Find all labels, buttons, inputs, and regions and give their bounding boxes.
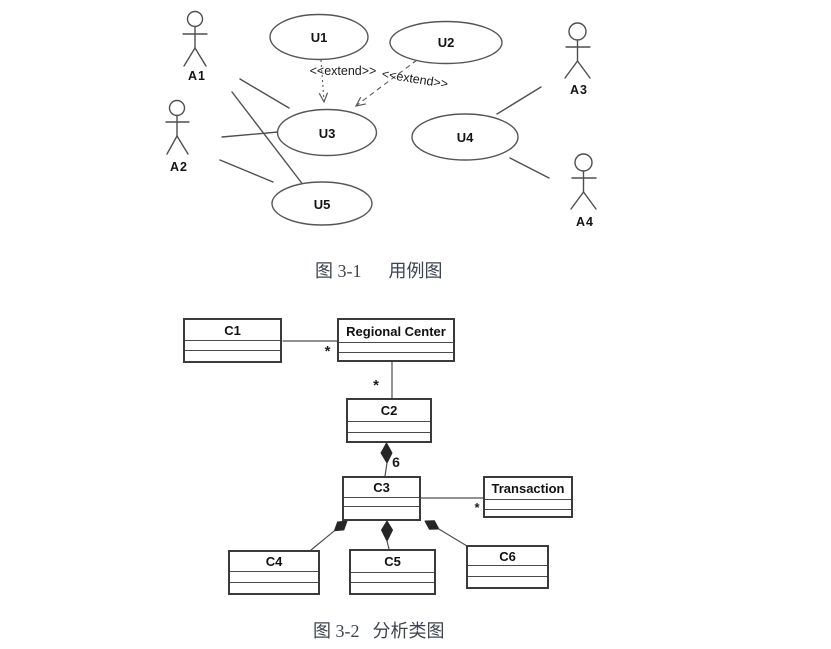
class-c3-name: C3 — [373, 480, 390, 495]
class-regional-center-operations — [339, 352, 453, 360]
class-c4-operations — [230, 582, 318, 593]
use-case-u3-ellipse — [276, 108, 378, 157]
class-c6: C6 — [466, 545, 549, 589]
actor-a4-head — [574, 153, 593, 172]
class-transaction-attributes — [485, 499, 571, 509]
actor-a3-head — [568, 22, 587, 41]
class-c3-operations — [344, 506, 419, 519]
class-regional-center-attributes — [339, 342, 453, 352]
class-c1: C1 — [183, 318, 282, 363]
class-c4-name: C4 — [265, 554, 283, 569]
association-a2-u3 — [221, 131, 279, 138]
multiplicity-c3-transaction: * — [474, 500, 480, 515]
class-c2-name: C2 — [380, 403, 398, 418]
composition-diamond-c3-c6 — [424, 520, 440, 530]
multiplicity-c2-c3: 6 — [392, 454, 400, 470]
actor-a1-label: A1 — [188, 69, 206, 83]
class-regional-center-name: Regional Center — [346, 323, 446, 339]
actor-a3-label: A3 — [570, 83, 588, 97]
class-c5-name: C5 — [384, 554, 401, 569]
actor-a2: A2 — [165, 99, 190, 174]
extend-arrow-u1-u3 — [320, 59, 325, 102]
class-c6-attributes — [468, 565, 547, 576]
class-c4: C4 — [228, 550, 320, 595]
use-case-u3-label: U3 — [319, 126, 336, 141]
figure1-caption: 图 3-1 用例图 — [315, 257, 443, 283]
class-c1-operations — [185, 350, 280, 361]
class-c3: C3 — [342, 476, 421, 521]
class-c6-name: C6 — [499, 548, 516, 564]
class-transaction: Transaction — [483, 476, 573, 518]
class-transaction-name: Transaction — [491, 481, 565, 496]
extend-arrowhead-u1-u3 — [318, 92, 329, 104]
association-a4-u4 — [509, 157, 550, 179]
multiplicity-rc-c2: * — [373, 377, 379, 394]
composition-diamond-c3-c4 — [333, 520, 348, 532]
actor-a4: A4 — [570, 153, 597, 229]
association-a2-u5 — [219, 159, 274, 183]
use-case-u5-label: U5 — [314, 197, 331, 212]
figure1-caption-title: 用例图 — [388, 261, 443, 281]
class-c2-attributes — [348, 421, 430, 432]
class-c5-operations — [351, 582, 434, 593]
extend-label-2: <<extend>> — [381, 67, 449, 91]
class-regional-center: Regional Center — [337, 318, 455, 362]
figure2-caption-title: 分析类图 — [372, 621, 445, 641]
multiplicity-c1-rc: * — [325, 343, 331, 360]
extend-arrowhead-u2-u3 — [354, 96, 366, 107]
use-case-u1-label: U1 — [311, 30, 328, 45]
use-case-u5-ellipse — [271, 181, 373, 226]
class-c1-attributes — [185, 340, 280, 350]
composition-diamond-c3-c5 — [381, 520, 393, 542]
class-c2-operations — [348, 432, 430, 441]
class-c5: C5 — [349, 549, 436, 595]
class-c1-name: C1 — [224, 322, 241, 338]
extend-arrow-u2-u3 — [356, 59, 418, 106]
association-a1-u3 — [239, 78, 290, 109]
association-a1-u5 — [231, 91, 305, 187]
class-transaction-operations — [485, 509, 571, 516]
use-case-u1-ellipse — [269, 13, 369, 61]
use-case-u2-ellipse — [389, 20, 503, 65]
composition-line-c3-c5 — [386, 540, 390, 550]
actor-a4-label: A4 — [576, 215, 594, 229]
actor-a2-label: A2 — [170, 160, 188, 174]
class-c3-attributes — [344, 497, 419, 506]
class-c6-operations — [468, 576, 547, 587]
actor-a3: A3 — [564, 22, 591, 97]
actor-a1: A1 — [182, 10, 208, 83]
class-c4-attributes — [230, 571, 318, 582]
figure1-caption-number: 图 3-1 — [315, 261, 362, 281]
class-c2: C2 — [346, 398, 432, 443]
use-case-u4-label: U4 — [457, 130, 474, 145]
association-a3-u4 — [496, 86, 542, 115]
figure2-caption: 图 3-2 分析类图 — [313, 617, 445, 643]
class-c5-attributes — [351, 572, 434, 582]
actor-a2-head — [168, 99, 186, 117]
use-case-u4-ellipse — [411, 113, 519, 161]
use-case-u2-label: U2 — [438, 35, 455, 50]
composition-line-c2-c3 — [384, 462, 388, 477]
extend-label-1: <<extend>> — [310, 64, 377, 78]
figure2-caption-number: 图 3-2 — [313, 621, 360, 641]
composition-diamond-c2-c3 — [380, 442, 393, 464]
composition-line-c3-c6 — [438, 528, 468, 547]
actor-a1-head — [186, 10, 204, 28]
composition-line-c3-c4 — [310, 530, 335, 551]
